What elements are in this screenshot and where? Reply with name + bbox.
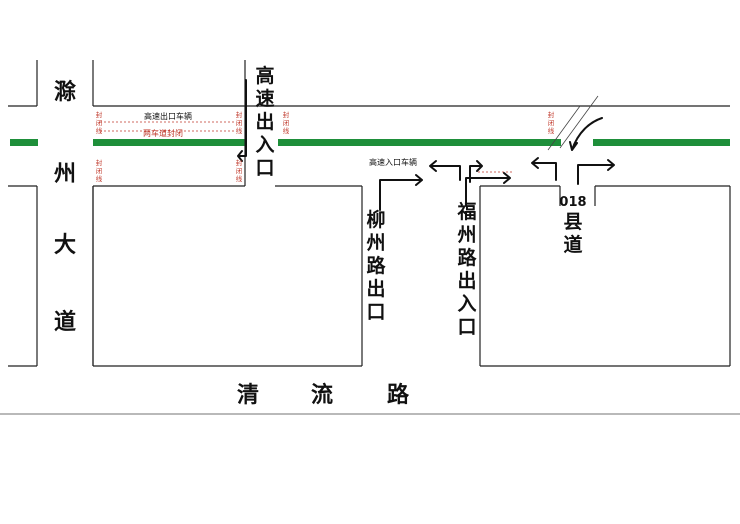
svg-text:封: 封 bbox=[96, 158, 103, 167]
label-liuzhou-1: 柳 bbox=[366, 208, 385, 231]
svg-text:封: 封 bbox=[236, 110, 243, 119]
svg-text:闭: 闭 bbox=[236, 167, 243, 175]
label-highway-1: 高 bbox=[255, 64, 274, 87]
seal-line-label-6: 封 闭 线 bbox=[236, 158, 243, 183]
seal-line-label-1: 封 闭 线 bbox=[96, 110, 103, 135]
label-fuzhou-5: 入 bbox=[457, 293, 476, 315]
arrow-county-up-right bbox=[577, 159, 615, 185]
label-chuzhou-4: 道 bbox=[54, 309, 76, 335]
label-county-1: 县 bbox=[563, 211, 582, 233]
note-highway-entry-vehicles: 高速入口车辆 bbox=[369, 157, 417, 167]
label-liuzhou-5: 口 bbox=[366, 301, 385, 323]
svg-text:线: 线 bbox=[96, 126, 103, 135]
arrow-ramp-curve bbox=[569, 117, 603, 151]
svg-text:封: 封 bbox=[548, 110, 555, 119]
svg-text:线: 线 bbox=[548, 126, 555, 135]
label-qingliu-3: 路 bbox=[387, 382, 410, 408]
arrow-county-up-left bbox=[531, 157, 557, 181]
label-qingliu-1: 清 bbox=[237, 382, 259, 408]
label-liuzhou-4: 出 bbox=[366, 277, 385, 300]
note-two-lane-closure: 两车道封闭 bbox=[143, 128, 183, 138]
svg-text:线: 线 bbox=[96, 174, 103, 183]
label-county-number: 018 bbox=[559, 195, 586, 210]
arrow-highway-ramp-down bbox=[237, 79, 247, 162]
label-chuzhou-3: 大 bbox=[54, 233, 76, 258]
closure-bar-left bbox=[10, 139, 38, 146]
label-qingliu-2: 流 bbox=[311, 382, 333, 408]
label-highway-3: 出 bbox=[255, 110, 274, 133]
label-county-2: 道 bbox=[563, 233, 582, 256]
svg-text:线: 线 bbox=[283, 126, 290, 135]
label-fuzhou-2: 州 bbox=[457, 224, 476, 246]
svg-text:封: 封 bbox=[236, 158, 243, 167]
label-fuzhou-3: 路 bbox=[457, 246, 477, 269]
label-liuzhou-3: 路 bbox=[366, 254, 386, 277]
ramp-diagonal-2 bbox=[559, 95, 599, 149]
svg-text:封: 封 bbox=[96, 110, 103, 119]
label-highway-5: 口 bbox=[255, 157, 274, 179]
closure-bar-main bbox=[93, 139, 246, 146]
svg-text:闭: 闭 bbox=[236, 119, 243, 127]
svg-text:闭: 闭 bbox=[548, 119, 555, 127]
seal-line-label-4: 封 闭 线 bbox=[548, 110, 555, 135]
seal-line-label-2: 封 闭 线 bbox=[236, 110, 243, 135]
svg-text:闭: 闭 bbox=[96, 119, 103, 127]
ramp-diagonal-1 bbox=[547, 105, 581, 151]
arrow-fuzhou-right bbox=[469, 160, 483, 183]
label-fuzhou-6: 口 bbox=[457, 316, 476, 338]
seal-line-label-5: 封 闭 线 bbox=[96, 158, 103, 183]
label-highway-2: 速 bbox=[255, 87, 274, 110]
label-highway-4: 入 bbox=[255, 134, 274, 156]
arrow-liuzhou-exit bbox=[379, 174, 423, 211]
svg-text:线: 线 bbox=[236, 126, 243, 135]
closure-bar-mid bbox=[278, 139, 561, 146]
note-highway-exit-vehicles: 高速出口车辆 bbox=[144, 111, 192, 121]
label-chuzhou-1: 滁 bbox=[54, 79, 77, 105]
arrow-fuzhou-left bbox=[429, 160, 461, 181]
svg-text:闭: 闭 bbox=[96, 167, 103, 175]
seal-line-label-3: 封 闭 线 bbox=[283, 110, 290, 135]
svg-text:闭: 闭 bbox=[283, 119, 290, 127]
label-chuzhou-2: 州 bbox=[54, 162, 76, 187]
arrow-fuzhou-entry bbox=[465, 172, 511, 207]
label-fuzhou-1: 福 bbox=[456, 200, 476, 223]
label-fuzhou-4: 出 bbox=[457, 269, 476, 292]
svg-text:线: 线 bbox=[236, 174, 243, 183]
closure-bar-right bbox=[593, 139, 730, 146]
label-liuzhou-2: 州 bbox=[366, 232, 385, 254]
svg-text:封: 封 bbox=[283, 110, 290, 119]
